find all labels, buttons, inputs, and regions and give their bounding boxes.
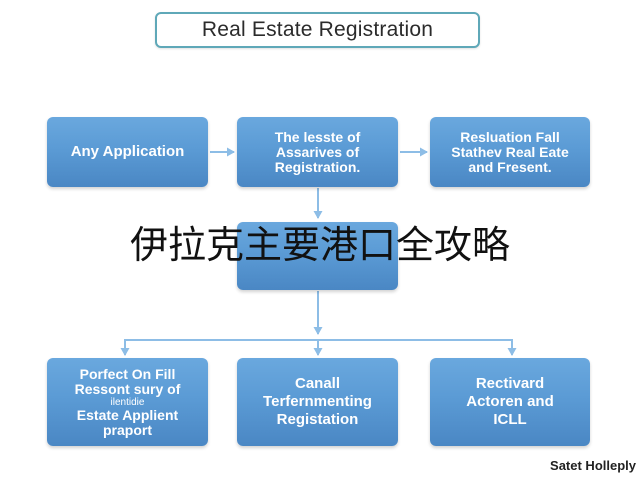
node-porfect-on-fill: Porfect On Fill Ressont sury of ilentidi… — [47, 358, 208, 446]
node-resluation-fall: Resluation Fall Stathev Real Eate and Fr… — [430, 117, 590, 187]
node-canall-registation: Canall Terfernmenting Registation — [237, 358, 398, 446]
node-label-line: ICLL — [493, 411, 527, 428]
node-label-line: Resluation Fall — [460, 128, 560, 145]
node-any-application: Any Application — [47, 117, 208, 187]
node-label-line: ilentidie — [110, 396, 145, 408]
node-lesste-of-assarives: The lesste of Assarives of Registration. — [237, 117, 398, 187]
node-label-line: Porfect On Fill — [79, 365, 176, 382]
overlay-caption: 伊拉克主要港口全攻略 — [129, 223, 510, 267]
diagram-title: Real Estate Registration — [201, 18, 434, 41]
node-middle — [237, 222, 398, 290]
footer-signature: Satet Holleply — [550, 458, 636, 473]
node-label-line: Estate Applient — [76, 406, 179, 423]
node-label-line: Any Application — [70, 143, 185, 160]
node-label-line: Actoren and — [466, 393, 554, 410]
node-label-line: Registation — [276, 411, 359, 428]
node-label-line: Rectivard — [475, 375, 545, 392]
node-label-line: Registration. — [274, 158, 361, 175]
node-rectivard-actoren: Rectivard Actoren and ICLL — [430, 358, 590, 446]
node-label-line: Assarives of — [275, 143, 360, 160]
node-label-line: Stathev Real Eate — [451, 143, 569, 160]
node-label-line: Ressont sury of — [74, 380, 181, 397]
node-label-line: Terfernmenting — [263, 393, 372, 410]
diagram-title-box: Real Estate Registration — [155, 12, 480, 48]
node-label-line: The lesste of — [274, 128, 361, 145]
node-label-line: praport — [103, 421, 152, 438]
node-label-line: Canall — [294, 375, 340, 392]
node-label-line: and Fresent. — [468, 158, 552, 175]
